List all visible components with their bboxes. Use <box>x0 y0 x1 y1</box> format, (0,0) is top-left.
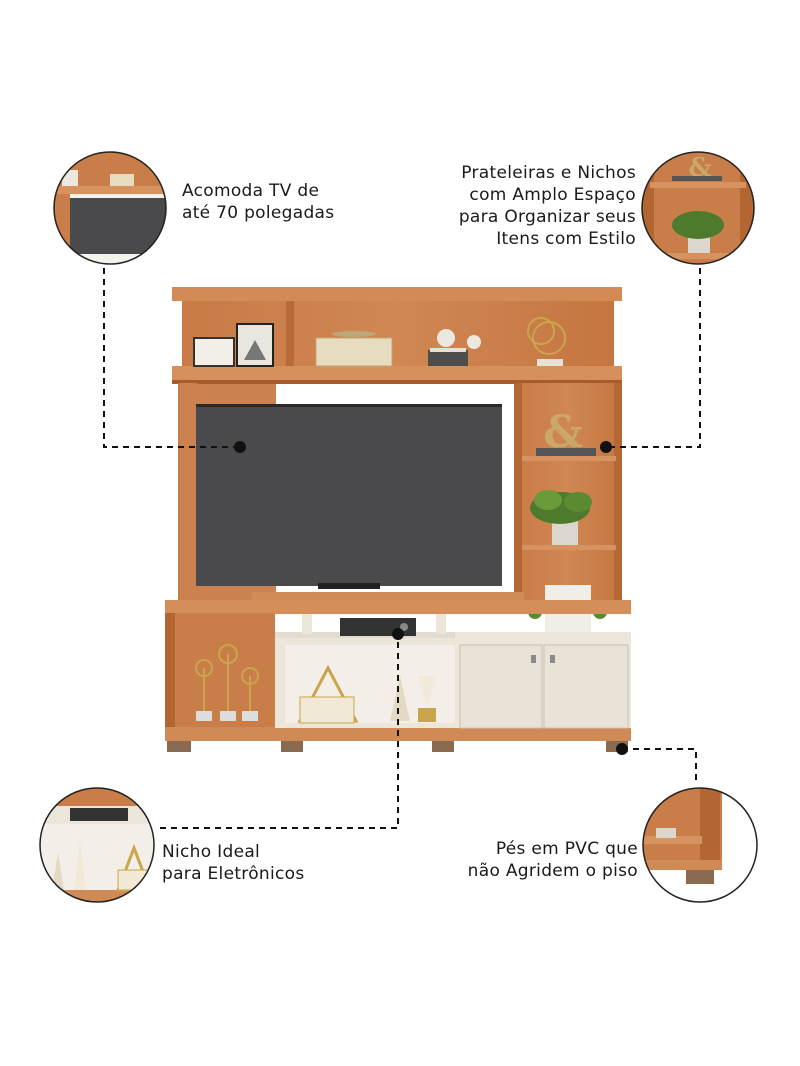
leader-lines <box>103 268 701 829</box>
photo-frame <box>193 337 235 367</box>
svg-text:&: & <box>688 153 711 183</box>
television <box>196 404 502 586</box>
tv-stand: & <box>165 287 631 752</box>
shelves-callout-line-4: Itens com Estilo <box>496 229 636 249</box>
feet-callout-line-1: Pés em PVC que <box>495 839 638 859</box>
feet-callout-line-2: não Agridem o piso <box>467 861 638 881</box>
tv-detail-icon <box>53 151 167 265</box>
feet-marker-dot <box>616 743 628 755</box>
shelf-detail-icon: & <box>641 151 755 265</box>
shelves-callout-text: Prateleiras e Nichos com Amplo Espaço pa… <box>459 162 636 250</box>
pvc-foot <box>281 741 303 752</box>
niche-detail-icon <box>39 787 155 903</box>
feet-callout-text: Pés em PVC que não Agridem o piso <box>468 838 638 882</box>
shelves-callout-line-3: para Organizar seus <box>458 207 636 227</box>
shelves-callout-line-1: Prateleiras e Nichos <box>461 163 636 183</box>
tv-callout-text: Acomoda TV de até 70 polegadas <box>182 180 334 224</box>
pvc-foot <box>432 741 454 752</box>
niche-callout-text: Nicho Ideal para Eletrônicos <box>162 841 305 885</box>
shelves-marker-dot <box>600 441 612 453</box>
niche-callout-line-1: Nicho Ideal <box>162 842 261 862</box>
tv-callout-line-2: até 70 polegadas <box>182 203 335 223</box>
niche-marker-dot <box>392 628 404 640</box>
tv-marker-dot <box>234 441 246 453</box>
feet-detail-icon <box>642 787 758 903</box>
niche-callout-line-2: para Eletrônicos <box>162 864 305 884</box>
pvc-foot <box>167 741 191 752</box>
tv-callout-line-1: Acomoda TV de <box>182 181 320 201</box>
shelves-callout-line-2: com Amplo Espaço <box>469 185 636 205</box>
